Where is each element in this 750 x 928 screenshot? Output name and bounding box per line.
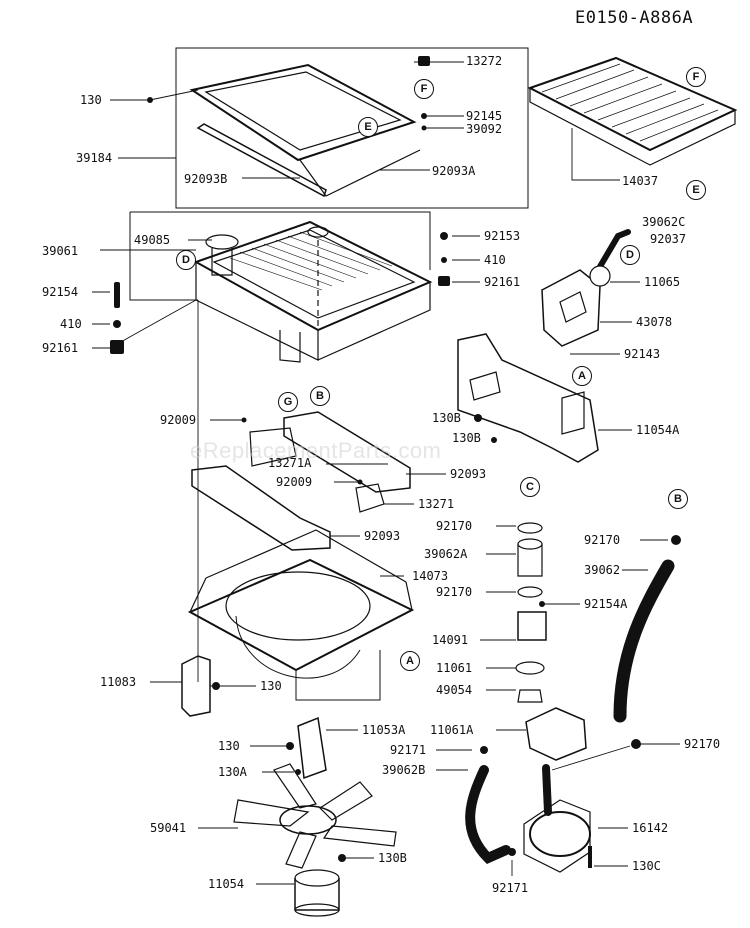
part-label-39062C: 39062C xyxy=(642,215,686,229)
screen-frame-39184 xyxy=(189,63,421,198)
part-label-13271A: 13271A xyxy=(268,456,312,470)
part-label-410: 410 xyxy=(484,253,506,267)
hardware-markers xyxy=(110,56,681,868)
watermark: eReplacementParts.com xyxy=(190,438,442,463)
leader-lines xyxy=(92,61,680,885)
part-label-16142: 16142 xyxy=(632,821,669,835)
part-label-59041: 59041 xyxy=(150,821,187,835)
part-label-39062A: 39062A xyxy=(424,547,468,561)
part-label-14091: 14091 xyxy=(432,633,469,647)
hose-39062 xyxy=(613,559,675,723)
part-label-130B: 130B xyxy=(378,851,407,865)
part-label-92093: 92093 xyxy=(364,529,401,543)
ref-circle-D: D xyxy=(176,250,196,270)
part-label-92154A: 92154A xyxy=(584,597,628,611)
part-label-39061: 39061 xyxy=(42,244,79,258)
part-label-130: 130 xyxy=(218,739,240,753)
part-label-49085: 49085 xyxy=(134,233,171,247)
part-label-92093: 92093 xyxy=(450,467,487,481)
air-filter-14037 xyxy=(527,56,738,166)
bracket-11083 xyxy=(181,655,211,717)
part-label-11054A: 11054A xyxy=(636,423,680,437)
part-label-92037: 92037 xyxy=(650,232,687,246)
radiator-group-box xyxy=(129,211,431,301)
part-label-11065: 11065 xyxy=(644,275,681,289)
part-label-43078: 43078 xyxy=(636,315,673,329)
part-label-92170: 92170 xyxy=(584,533,621,547)
part-label-39062B: 39062B xyxy=(382,763,426,777)
part-label-13272: 13272 xyxy=(466,54,503,68)
part-label-11083: 11083 xyxy=(100,675,137,689)
fan-59041 xyxy=(233,763,397,869)
ref-circle-F: F xyxy=(414,79,434,99)
part-label-92093A: 92093A xyxy=(432,164,476,178)
ref-circle-B: B xyxy=(668,489,688,509)
part-label-130B: 130B xyxy=(432,411,461,425)
water-pump-16142 xyxy=(523,764,591,873)
part-label-92145: 92145 xyxy=(466,109,503,123)
part-label-11061A: 11061A xyxy=(430,723,474,737)
part-label-39092: 39092 xyxy=(466,122,503,136)
part-label-92093B: 92093B xyxy=(184,172,228,186)
thermostat-housing xyxy=(515,522,547,703)
part-label-14037: 14037 xyxy=(622,174,659,188)
hose-39062B xyxy=(465,765,511,864)
part-label-49054: 49054 xyxy=(436,683,473,697)
part-label-130: 130 xyxy=(260,679,282,693)
part-label-92009: 92009 xyxy=(276,475,313,489)
part-label-130: 130 xyxy=(80,93,102,107)
ref-circle-E: E xyxy=(358,117,378,137)
part-label-11053A: 11053A xyxy=(362,723,406,737)
part-label-92154: 92154 xyxy=(42,285,79,299)
radiator-39061 xyxy=(193,220,433,363)
gasket-11061A xyxy=(525,707,587,761)
part-label-92170: 92170 xyxy=(436,585,473,599)
part-label-39062: 39062 xyxy=(584,563,621,577)
part-label-11061: 11061 xyxy=(436,661,473,675)
ref-circle-A: A xyxy=(400,651,420,671)
part-label-92170: 92170 xyxy=(436,519,473,533)
part-label-39184: 39184 xyxy=(76,151,113,165)
part-label-14073: 14073 xyxy=(412,569,449,583)
part-label-92171: 92171 xyxy=(492,881,529,895)
fan-shroud-14073 xyxy=(187,529,415,701)
part-label-130C: 130C xyxy=(632,859,661,873)
part-label-92170: 92170 xyxy=(684,737,721,751)
ref-circle-F: F xyxy=(686,67,706,87)
ref-circle-B: B xyxy=(310,386,330,406)
bracket-11053A xyxy=(297,716,327,780)
ref-circle-D: D xyxy=(620,245,640,265)
part-label-130B: 130B xyxy=(452,431,481,445)
part-label-92161: 92161 xyxy=(484,275,521,289)
spacer-11054 xyxy=(294,869,340,917)
part-label-130A: 130A xyxy=(218,765,247,779)
diagram-code: E0150-A886A xyxy=(575,8,694,28)
radiator-screen-group-box xyxy=(175,47,529,209)
ref-circle-C: C xyxy=(520,477,540,497)
ref-circle-G: G xyxy=(278,392,298,412)
part-label-92161: 92161 xyxy=(42,341,79,355)
part-label-92153: 92153 xyxy=(484,229,521,243)
part-label-11054: 11054 xyxy=(208,877,245,891)
bracket-11054A xyxy=(457,333,599,463)
ref-circle-A: A xyxy=(572,366,592,386)
part-label-410: 410 xyxy=(60,317,82,331)
part-label-92143: 92143 xyxy=(624,347,661,361)
ref-circle-E: E xyxy=(686,180,706,200)
reservoir-tank-43078 xyxy=(541,229,631,347)
part-label-13271: 13271 xyxy=(418,497,455,511)
part-label-92009: 92009 xyxy=(160,413,197,427)
part-label-92171: 92171 xyxy=(390,743,427,757)
